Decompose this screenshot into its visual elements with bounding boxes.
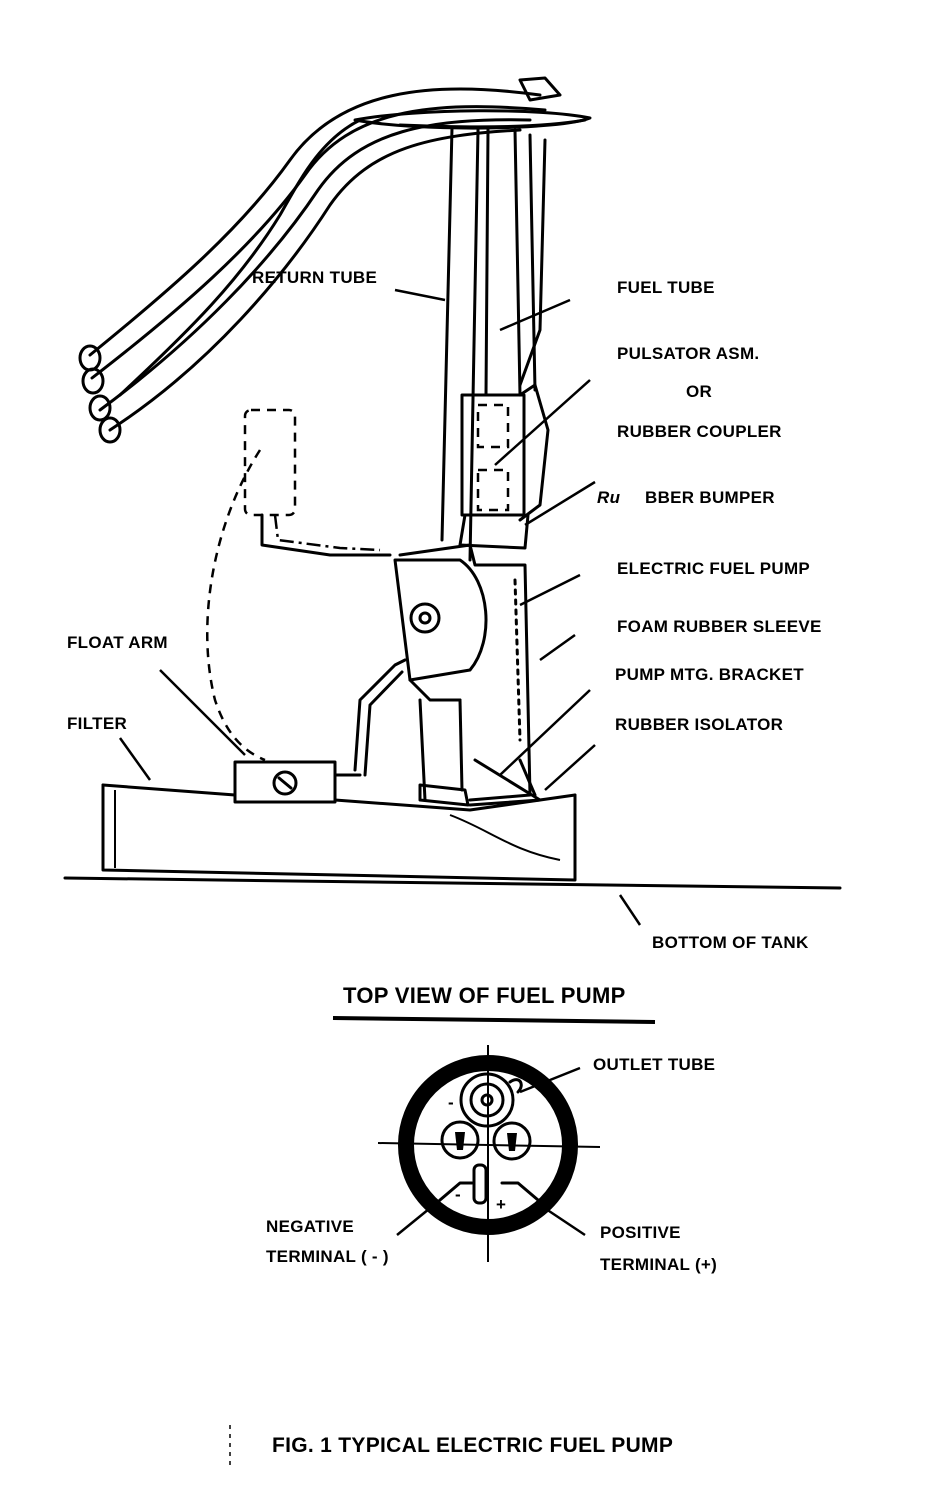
tank-base (63, 783, 842, 890)
leader-isolator (544, 744, 596, 791)
label-foam-rubber-sleeve: FOAM RUBBER SLEEVE (617, 617, 822, 636)
pump-outer-housing (398, 1055, 578, 1235)
leader-mtg-bracket (499, 689, 591, 776)
leader-outlet-tube (519, 1066, 581, 1094)
leader-electric-pump (519, 573, 581, 607)
top-view-title: TOP VIEW OF FUEL PUMP (343, 983, 626, 1008)
side-view-labels: RETURN TUBE FUEL TUBE PULSATOR ASM. OR R… (67, 268, 822, 952)
outlet-tube (459, 1072, 523, 1128)
leader-foam-sleeve (539, 633, 576, 662)
top-view-title-underline (332, 1016, 656, 1024)
plus-symbol: + (496, 1195, 506, 1214)
label-pump-mtg-bracket: PUMP MTG. BRACKET (615, 665, 804, 684)
label-negative-terminal-line1: NEGATIVE (266, 1217, 354, 1236)
label-bottom-of-tank: BOTTOM OF TANK (652, 933, 809, 952)
label-fuel-tube: FUEL TUBE (617, 278, 715, 297)
leader-lines (118, 288, 642, 926)
leader-pulsator (494, 379, 591, 466)
top-flange (353, 76, 592, 130)
electric-fuel-pump-body (393, 543, 532, 807)
small-minus-mark: - (448, 1093, 454, 1112)
leader-return-tube (394, 288, 446, 302)
label-electric-fuel-pump: ELECTRIC FUEL PUMP (617, 559, 810, 578)
label-or: OR (686, 382, 712, 401)
label-negative-terminal-line2: TERMINAL ( - ) (266, 1247, 389, 1266)
label-float-arm: FLOAT ARM (67, 633, 168, 652)
label-rubber-bumper: BBER BUMPER (645, 488, 775, 507)
label-outlet-tube: OUTLET TUBE (593, 1055, 715, 1074)
label-pulsator-asm: PULSATOR ASM. (617, 344, 759, 363)
label-rubber-isolator: RUBBER ISOLATOR (615, 715, 783, 734)
terminal-left (440, 1120, 480, 1160)
return-tube (440, 126, 480, 562)
leader-rubber-bumper (524, 480, 596, 527)
float-assembly (206, 408, 407, 777)
center-slot (472, 1163, 488, 1205)
label-return-tube: RETURN TUBE (252, 268, 377, 287)
label-positive-terminal-line1: POSITIVE (600, 1223, 681, 1242)
pulsator-coupler (458, 383, 550, 550)
label-rubber-coupler: RUBBER COUPLER (617, 422, 782, 441)
leader-bottom-of-tank (618, 894, 642, 926)
leader-negative-terminal (396, 1199, 441, 1236)
filter (233, 760, 362, 804)
minus-symbol: - (455, 1185, 461, 1204)
leader-filter (118, 737, 152, 781)
fuel-tube (484, 128, 547, 397)
label-filter: FILTER (67, 714, 127, 733)
negative-lead-wire (438, 1181, 474, 1202)
side-view-drawing (63, 76, 842, 890)
leader-fuel-tube (499, 298, 571, 332)
label-rubber-bumper-prefix: Ru (597, 488, 621, 507)
terminal-right (492, 1121, 532, 1161)
leader-positive-terminal (539, 1203, 586, 1237)
label-positive-terminal-line2: TERMINAL (+) (600, 1255, 717, 1274)
figure-caption: FIG. 1 TYPICAL ELECTRIC FUEL PUMP (272, 1434, 673, 1457)
hose-bundle (78, 87, 547, 444)
top-view: TOP VIEW OF FUEL PUMP - + - (266, 983, 717, 1274)
leader-float-arm (159, 669, 246, 756)
positive-lead-wire (500, 1181, 540, 1202)
